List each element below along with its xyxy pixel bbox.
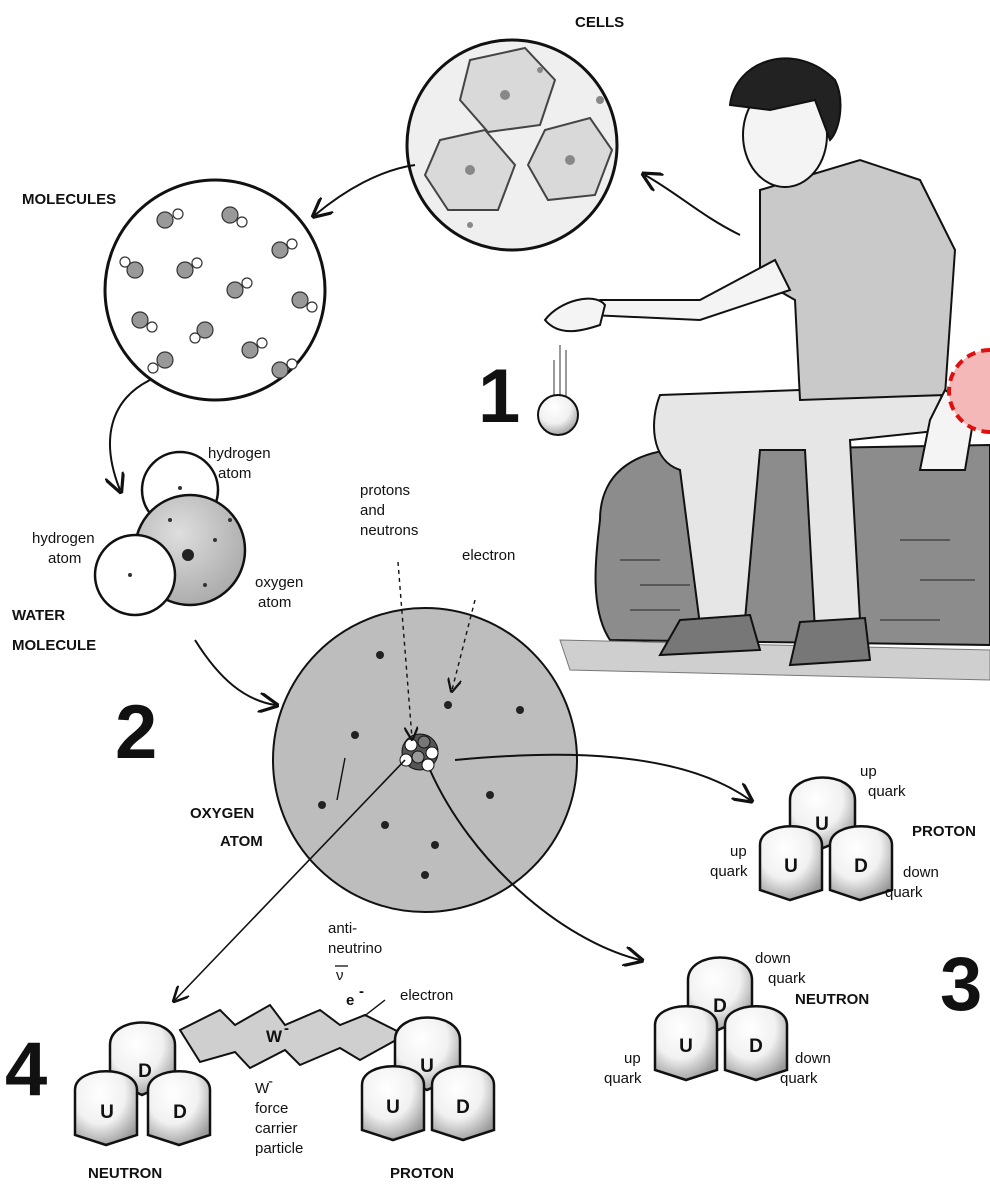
step-number-2: 2 xyxy=(115,690,157,775)
quark-label: U xyxy=(815,814,829,835)
quark-label: D xyxy=(854,856,868,877)
cells-label: CELLS xyxy=(575,14,624,31)
antineutrino-label-2: neutrino xyxy=(328,940,382,957)
water-molecule-label-2: MOLECULE xyxy=(12,637,96,654)
quark-word: up xyxy=(624,1050,641,1067)
hydrogen-label-left-2: atom xyxy=(48,550,81,567)
quark-label: U xyxy=(420,1056,434,1077)
quark-label: U xyxy=(100,1102,114,1123)
protons-label-3: neutrons xyxy=(360,522,418,539)
oxygen-atom-label: OXYGEN xyxy=(190,805,254,822)
quark-label: U xyxy=(784,856,798,877)
quark-label: D xyxy=(713,996,727,1017)
electron-label-bottom: electron xyxy=(400,987,453,1004)
hydrogen-label-top: hydrogen xyxy=(208,445,271,462)
quark-label: D xyxy=(456,1097,470,1118)
water-molecule-label: WATER xyxy=(12,607,65,624)
antineutrino-label: anti- xyxy=(328,920,357,937)
w-boson-zigzag xyxy=(180,1005,405,1068)
cells-circle xyxy=(407,40,617,250)
molecules-circle xyxy=(105,180,325,400)
oxygen-small-label: oxygen xyxy=(255,574,303,591)
quark-label: U xyxy=(679,1036,693,1057)
electron-symbol-minus: - xyxy=(359,983,364,1000)
quark-label: D xyxy=(138,1061,152,1082)
protons-label-2: and xyxy=(360,502,385,519)
quark-label: D xyxy=(173,1102,187,1123)
w-force-minus: - xyxy=(268,1073,273,1090)
oxygen-atom xyxy=(273,608,577,912)
proton-right-label: PROTON xyxy=(912,823,976,840)
step-number-4: 4 xyxy=(5,1027,47,1112)
quark-word: quark xyxy=(868,783,906,800)
step-number-1: 1 xyxy=(478,354,520,439)
w-boson-label: W xyxy=(266,1027,283,1046)
w-force-label-4: particle xyxy=(255,1140,303,1157)
quark-word: quark xyxy=(768,970,806,987)
electron-label-top: electron xyxy=(462,547,515,564)
oxygen-small-label-2: atom xyxy=(258,594,291,611)
quark-word: down xyxy=(755,950,791,967)
protons-label: protons xyxy=(360,482,410,499)
quark-word: quark xyxy=(780,1070,818,1087)
step-number-3: 3 xyxy=(940,942,982,1027)
w-boson-minus: - xyxy=(284,1020,289,1037)
quark-label: U xyxy=(386,1097,400,1118)
quark-label: D xyxy=(749,1036,763,1057)
w-force-label-3: carrier xyxy=(255,1120,298,1137)
quark-word: down xyxy=(903,864,939,881)
w-force-label-2: force xyxy=(255,1100,288,1117)
neutron-bottom-label: NEUTRON xyxy=(88,1165,162,1182)
neutron-right-label: NEUTRON xyxy=(795,991,869,1008)
quark-word: quark xyxy=(710,863,748,880)
molecules-label: MOLECULES xyxy=(22,191,116,208)
quark-word: down xyxy=(795,1050,831,1067)
hydrogen-label-top-2: atom xyxy=(218,465,251,482)
hydrogen-label-left: hydrogen xyxy=(32,530,95,547)
antineutrino-symbol: ν xyxy=(336,967,344,984)
quark-word: quark xyxy=(885,884,923,901)
oxygen-atom-label-2: ATOM xyxy=(220,833,263,850)
electron-symbol: e xyxy=(346,992,354,1009)
quark-word: up xyxy=(860,763,877,780)
quark-word: up xyxy=(730,843,747,860)
quark-word: quark xyxy=(604,1070,642,1087)
proton-bottom-label: PROTON xyxy=(390,1165,454,1182)
